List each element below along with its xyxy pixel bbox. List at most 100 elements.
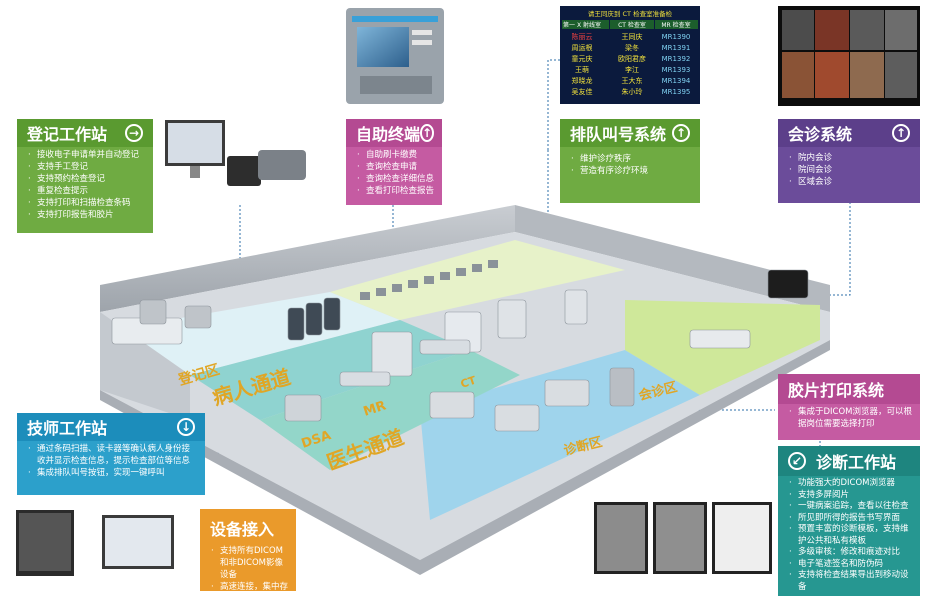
list-item: 查看打印检查报告 [356, 185, 434, 197]
panel-kiosk-list: 自助刷卡缴费 查询检查申请 查询检查详细信息 查看打印检查报告 [346, 147, 442, 201]
queue-board-cell: 李江 [625, 65, 639, 74]
arrow-up-circle-icon: ↑ [672, 124, 690, 142]
registration-workstation-photo [165, 120, 306, 186]
queue-board-cell: MR1391 [662, 44, 691, 52]
consult-monitor-photo [778, 6, 920, 106]
arrow-up-circle-icon: ↑ [420, 124, 435, 142]
list-item: 自助刷卡缴费 [356, 149, 434, 161]
arrow-down-circle-icon: ↓ [177, 418, 195, 436]
consult-table [689, 329, 751, 349]
list-item: 功能强大的DICOM浏览器 [788, 478, 912, 490]
list-item: 一键病案追踪，查看以往检查 [788, 501, 912, 513]
queue-board-cell: 周运根 [572, 43, 593, 52]
wall-monitor [767, 269, 809, 299]
queue-board-cell: 欧阳君彦 [618, 54, 646, 63]
queue-board-cell: MR1392 [662, 55, 691, 63]
list-item: 支持打印报告和胶片 [27, 209, 145, 221]
panel-registration-list: 接收电子申请单并自动登记 支持手工登记 支持预约检查登记 重复检查提示 支持打印… [17, 147, 153, 225]
zone-waiting [330, 240, 625, 320]
back-wall-left [100, 205, 515, 312]
xray-unit [497, 299, 527, 339]
panel-kiosk: 自助终端 ↑ 自助刷卡缴费 查询检查申请 查询检查详细信息 查看打印检查报告 [346, 119, 442, 205]
panel-technician-title: 技师工作站 [27, 419, 108, 438]
list-item: 维护诊疗秩序 [570, 153, 692, 165]
panel-registration-title: 登记工作站 [27, 125, 108, 144]
panel-consult: 会诊系统 ↑ 院内会诊 院间会诊 区域会诊 [778, 119, 920, 203]
list-item: 支持打印和扫描检查条码 [27, 197, 145, 209]
panel-technician-list: 通过条码扫描、读卡器等确认病人身份接收并显示检查信息，提示检查部位等信息 集成排… [17, 441, 205, 483]
panel-device-title: 设备接入 [210, 520, 275, 539]
queue-board-cell: 童元庆 [572, 54, 593, 63]
waiting-chair [472, 264, 482, 272]
list-item: 集成排队叫号按钮，实现一键呼叫 [27, 467, 197, 479]
panel-registration: 登记工作站 → 接收电子申请单并自动登记 支持手工登记 支持预约检查登记 重复检… [17, 119, 153, 233]
list-item: 院间会诊 [788, 164, 912, 176]
equipment-layer [111, 260, 809, 432]
waiting-chair [360, 292, 370, 300]
queue-board-header-bg [610, 20, 654, 29]
panel-queue: 排队叫号系统 ↑ 维护诊疗秩序 营造有序诊疗环境 [560, 119, 700, 203]
zone-doctor-channel [260, 350, 520, 470]
list-item: 接收电子申请单并自动登记 [27, 149, 145, 161]
panel-diagnosis: ↙ 诊断工作站 功能强大的DICOM浏览器 支持多屏阅片 一键病案追踪，查看以往… [778, 446, 920, 596]
waiting-chair [376, 288, 386, 296]
queue-board-cell: 吴友佳 [572, 87, 593, 96]
list-item: 通过条码扫描、读卡器等确认病人身份接收并显示检查信息，提示检查部位等信息 [27, 443, 197, 467]
waiting-chair [456, 268, 466, 276]
waiting-chair [392, 284, 402, 292]
panel-film-title: 胶片打印系统 [788, 381, 885, 400]
panel-queue-title: 排队叫号系统 [570, 125, 667, 144]
panel-device: 设备接入 支持所有DICOM和非DICOM影像设备 高速连接，集中存储 [200, 509, 296, 599]
list-item: 所见即所得的报告书写界面 [788, 513, 912, 525]
queue-board-title: 请王同庆到 CT 检查室准备检 [588, 9, 673, 18]
panel-queue-list: 维护诊疗秩序 营造有序诊疗环境 [560, 147, 700, 181]
list-item: 支持将检查结果导出到移动设备 [788, 570, 912, 593]
diagnosis-monitors-photo [594, 502, 772, 574]
list-item: 支持预约检查登记 [27, 173, 145, 185]
list-item: 查询检查详细信息 [356, 173, 434, 185]
queue-board-cell: 王萌 [575, 65, 589, 74]
workstation-desk [494, 404, 540, 432]
panel-kiosk-title: 自助终端 [356, 125, 421, 144]
panel-diagnosis-title: 诊断工作站 [816, 453, 897, 472]
waiting-chair [440, 272, 450, 280]
workstation-desk [544, 379, 590, 407]
list-item: 多级审核：修改和痕迹对比 [788, 547, 912, 559]
list-item: 重复检查提示 [27, 185, 145, 197]
panel-device-list: 支持所有DICOM和非DICOM影像设备 高速连接，集中存储 [200, 543, 296, 599]
printer-cabinet [139, 299, 167, 325]
queue-board-cell: MR1395 [662, 88, 691, 96]
back-wall-right [515, 205, 830, 312]
queue-board-cell: 王同庆 [622, 32, 643, 41]
exam-table [419, 339, 471, 355]
arrow-down-left-circle-icon: ↙ [788, 452, 806, 470]
panel-consult-list: 院内会诊 院间会诊 区域会诊 [778, 147, 920, 192]
list-item: 预置丰富的诊断模板，支持维护公共和私有模板 [788, 524, 912, 547]
mr-scanner [371, 331, 413, 377]
waiting-chair [424, 276, 434, 284]
panel-film: 胶片打印系统 集成于DICOM浏览器，可以根据岗位需要选择打印 [778, 374, 920, 440]
queue-board-header-bg [562, 20, 609, 29]
workstation-desk [429, 391, 475, 419]
panel-technician: 技师工作站 ↓ 通过条码扫描、读卡器等确认病人身份接收并显示检查信息，提示检查部… [17, 413, 205, 495]
technician-workstation-photo [16, 510, 174, 576]
list-item: 区域会诊 [788, 176, 912, 188]
list-item: 支持多屏阅片 [788, 490, 912, 502]
queue-board-cell: MR1393 [662, 66, 691, 74]
queue-board-cell: MR1390 [662, 33, 691, 41]
floor-label-ct: CT [459, 374, 478, 391]
arrow-up-circle-icon: ↑ [892, 124, 910, 142]
dsa-machine [284, 394, 322, 422]
queue-board-cell: MR1394 [662, 77, 691, 85]
list-item: 电子笔迹签名和防伪码 [788, 559, 912, 571]
list-item: 集成于DICOM浏览器，可以根据岗位需要选择打印 [788, 406, 912, 430]
waiting-chair [488, 260, 498, 268]
queue-board-cell: 陈丽云 [572, 32, 593, 41]
queue-board-cell: 朱小玲 [622, 87, 643, 96]
waiting-chair [408, 280, 418, 288]
list-item: 支持手工登记 [27, 161, 145, 173]
arrow-right-circle-icon: → [125, 124, 143, 142]
floor-label-mr: MR [362, 398, 388, 419]
